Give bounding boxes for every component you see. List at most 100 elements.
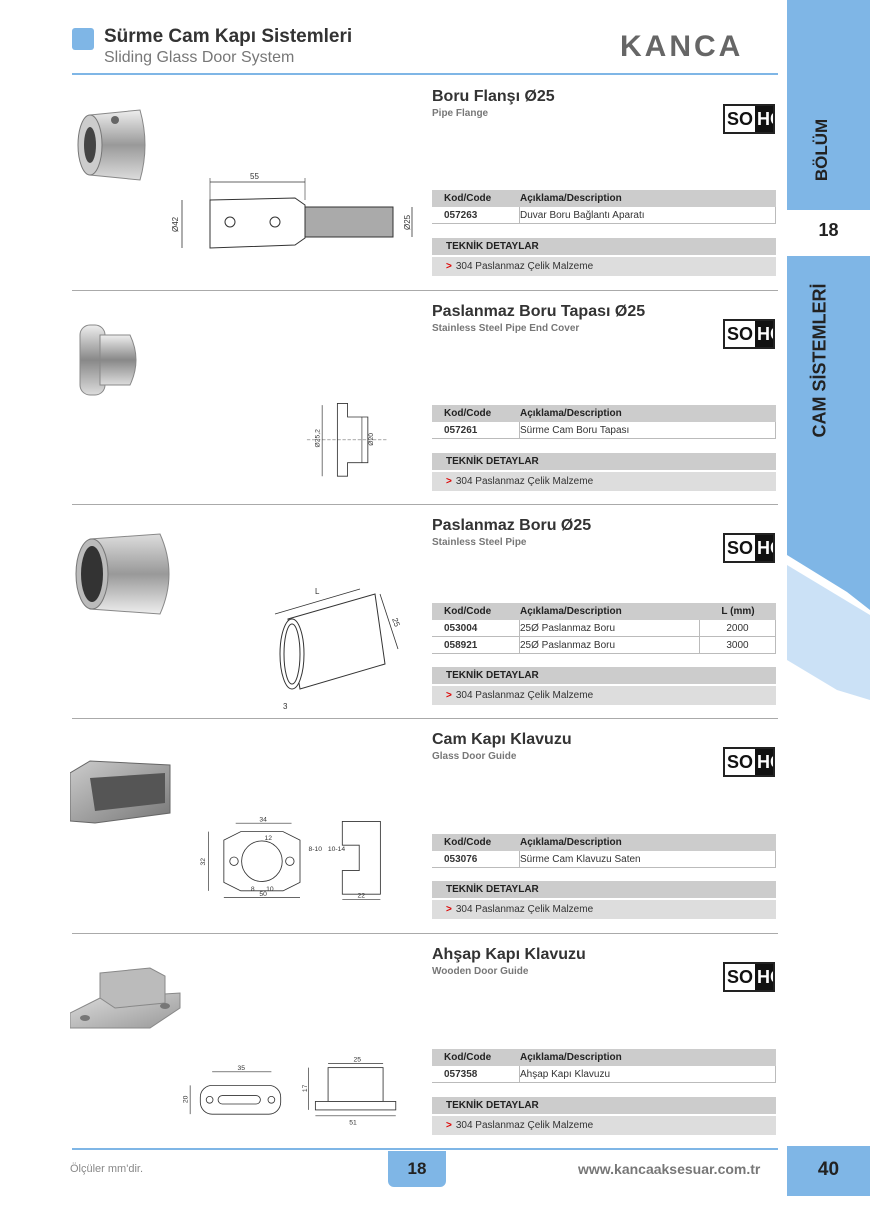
soho-badge: SOHO bbox=[723, 319, 775, 349]
dim-label: 12 bbox=[264, 835, 272, 842]
dim-label: 32 bbox=[200, 858, 207, 866]
dim-label: 3 bbox=[283, 702, 288, 711]
tech-details-header: TEKNİK DETAYLAR bbox=[432, 667, 776, 684]
dim-label: Ø42 bbox=[171, 216, 180, 232]
arrow-icon: > bbox=[446, 476, 452, 487]
tech-details-header: TEKNİK DETAYLAR bbox=[432, 881, 776, 898]
dim-label: 55 bbox=[250, 172, 259, 181]
product-section-end-cover: Ø25,2 Ø20 Paslanmaz Boru Tapası Ø25 Stai… bbox=[0, 303, 786, 519]
section-divider bbox=[72, 933, 778, 934]
soho-badge: SOHO bbox=[723, 533, 775, 563]
dim-label: L bbox=[315, 587, 320, 596]
footer-divider bbox=[72, 1148, 778, 1150]
tech-details-row: >304 Paslanmaz Çelik Malzeme bbox=[432, 1116, 776, 1135]
sidebar-tab bbox=[787, 0, 870, 700]
sidebar-section-label: BÖLÜM bbox=[812, 118, 831, 182]
product-title: Paslanmaz Boru Ø25 bbox=[432, 517, 592, 534]
tech-details-row: >304 Paslanmaz Çelik Malzeme bbox=[432, 472, 776, 491]
dim-label: 25 bbox=[353, 1057, 361, 1064]
product-title: Ahşap Kapı Klavuzu bbox=[432, 946, 586, 963]
section-divider bbox=[72, 504, 778, 505]
product-subtitle: Glass Door Guide bbox=[432, 751, 517, 762]
soho-badge: SOHO bbox=[723, 747, 775, 777]
tech-details-header: TEKNİK DETAYLAR bbox=[432, 238, 776, 255]
tech-details-row: >304 Paslanmaz Çelik Malzeme bbox=[432, 900, 776, 919]
end-cover-drawing: Ø25,2 Ø20 bbox=[306, 403, 388, 477]
dim-label: Ø25 bbox=[403, 214, 412, 230]
dim-label: 51 bbox=[349, 1119, 357, 1126]
dim-label: 8 bbox=[251, 886, 255, 893]
dim-label: 10-14 bbox=[328, 846, 346, 853]
dim-label: 10 bbox=[266, 886, 274, 893]
product-title: Boru Flanşı Ø25 bbox=[432, 88, 555, 105]
dim-label: 20 bbox=[183, 1095, 190, 1103]
dim-label: 50 bbox=[259, 891, 267, 898]
product-subtitle: Stainless Steel Pipe bbox=[432, 537, 527, 548]
dim-label: 22 bbox=[358, 893, 366, 900]
dim-label: Ø20 bbox=[368, 433, 375, 446]
pipe-flange-drawing: 55 Ø42 Ø25 bbox=[171, 172, 413, 249]
arrow-icon: > bbox=[446, 261, 452, 272]
tech-details-row: >304 Paslanmaz Çelik Malzeme bbox=[432, 686, 776, 705]
glass-guide-drawing: 34 32 12 8 10 50 8-10 10-14 22 bbox=[200, 816, 381, 900]
product-section-glass-guide: 34 32 12 8 10 50 8-10 10-14 22 Cam Kapı … bbox=[0, 731, 786, 947]
footer-note: Ölçüler mm'dir. bbox=[70, 1163, 143, 1175]
dim-label: 35 bbox=[238, 1065, 246, 1072]
product-section-pipe: L 25 3 Paslanmaz Boru Ø25 Stainless Stee… bbox=[0, 517, 786, 733]
sidebar-section-number: 18 bbox=[818, 220, 839, 240]
page-subtitle: Sliding Glass Door System bbox=[104, 49, 295, 66]
product-title: Cam Kapı Klavuzu bbox=[432, 731, 572, 748]
section-divider bbox=[72, 290, 778, 291]
section-divider bbox=[72, 718, 778, 719]
product-subtitle: Stainless Steel Pipe End Cover bbox=[432, 323, 580, 334]
sidebar-category: CAM SİSTEMLERİ bbox=[809, 283, 830, 438]
dim-label: 8-10 bbox=[308, 846, 322, 853]
product-section-pipe-flange: 55 Ø42 Ø25 Boru Flanşı Ø25 Pipe Flange S… bbox=[0, 88, 786, 304]
footer-page-number: 40 bbox=[787, 1146, 870, 1196]
arrow-icon: > bbox=[446, 690, 452, 701]
wooden-guide-drawing: 35 20 25 17 51 bbox=[183, 1057, 397, 1126]
arrow-icon: > bbox=[446, 904, 452, 915]
product-section-wooden-guide: 35 20 25 17 51 Ahşap Kapı Klavuzu Wooden… bbox=[0, 946, 786, 1162]
footer-url[interactable]: www.kancaaksesuar.com.tr bbox=[578, 1161, 761, 1177]
tech-details-header: TEKNİK DETAYLAR bbox=[432, 453, 776, 470]
pipe-flange-photo bbox=[77, 109, 146, 181]
wooden-guide-photo bbox=[70, 967, 181, 1029]
header-divider bbox=[72, 73, 778, 75]
header-square-icon bbox=[72, 28, 94, 50]
tech-details-header: TEKNİK DETAYLAR bbox=[432, 1097, 776, 1114]
dim-label: 17 bbox=[302, 1084, 309, 1092]
arrow-icon: > bbox=[446, 1120, 452, 1131]
soho-badge: SOHO bbox=[723, 962, 775, 992]
tech-details-row: >304 Paslanmaz Çelik Malzeme bbox=[432, 257, 776, 276]
pipe-drawing: L 25 3 bbox=[274, 587, 402, 711]
product-title: Paslanmaz Boru Tapası Ø25 bbox=[432, 303, 646, 320]
end-cover-photo bbox=[79, 324, 137, 396]
kanca-logo: KANCA bbox=[620, 30, 744, 63]
pipe-photo bbox=[75, 533, 170, 615]
product-subtitle: Wooden Door Guide bbox=[432, 966, 529, 977]
dim-label: 25 bbox=[390, 617, 402, 629]
soho-badge: SOHO bbox=[723, 104, 775, 134]
footer-section-page: 18 bbox=[388, 1151, 446, 1187]
product-subtitle: Pipe Flange bbox=[432, 108, 489, 119]
page-title: Sürme Cam Kapı Sistemleri bbox=[104, 26, 353, 47]
glass-guide-photo bbox=[70, 760, 171, 824]
dim-label: 34 bbox=[259, 816, 267, 823]
